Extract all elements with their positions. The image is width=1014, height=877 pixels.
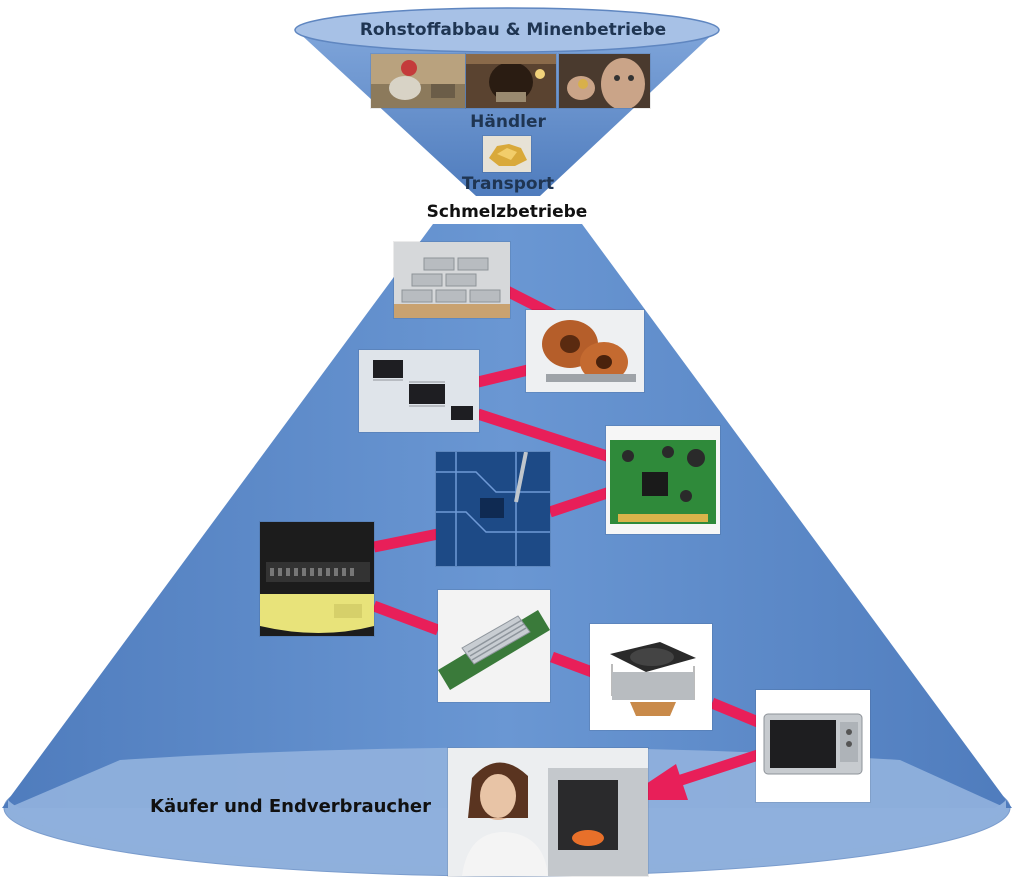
mine-tunnel-photo	[466, 54, 556, 108]
connector-heatsink-cooler	[550, 651, 594, 678]
mining-worker-photo	[371, 54, 465, 108]
ide-cable-photo	[260, 522, 374, 636]
connector-chips-pcb	[476, 408, 612, 463]
heatsink-board-photo	[438, 590, 550, 702]
woman-with-microwave-photo	[448, 748, 648, 876]
mining-label: Rohstoffabbau & Minenbetriebe	[359, 20, 667, 40]
consumers-label: Käufer und Endverbraucher	[150, 796, 431, 817]
motherboard-photo	[436, 452, 550, 566]
metal-ingots-photo	[394, 242, 510, 318]
copper-coil-photo	[526, 310, 644, 392]
funnel-top-ellipse	[294, 7, 720, 53]
cpu-cooler-photo	[590, 624, 712, 730]
connector-cooler-microwave	[709, 697, 761, 728]
microwave-photo	[756, 690, 870, 802]
connector-cable-motherboard	[372, 528, 440, 553]
connector-chips-coil	[476, 364, 530, 388]
microchips-photo	[359, 350, 479, 432]
miner-with-gold-photo	[559, 54, 650, 108]
connector-microwave-consumer	[670, 749, 760, 789]
circuit-board-photo	[606, 426, 720, 534]
connector-cable-heatsink	[372, 600, 440, 636]
connector-motherboard-pcb	[548, 486, 612, 518]
gold-nugget-photo	[483, 136, 531, 172]
smelters-label: Schmelzbetriebe	[426, 202, 588, 222]
traders-label: Händler	[470, 112, 546, 132]
transport-label: Transport	[461, 174, 555, 194]
